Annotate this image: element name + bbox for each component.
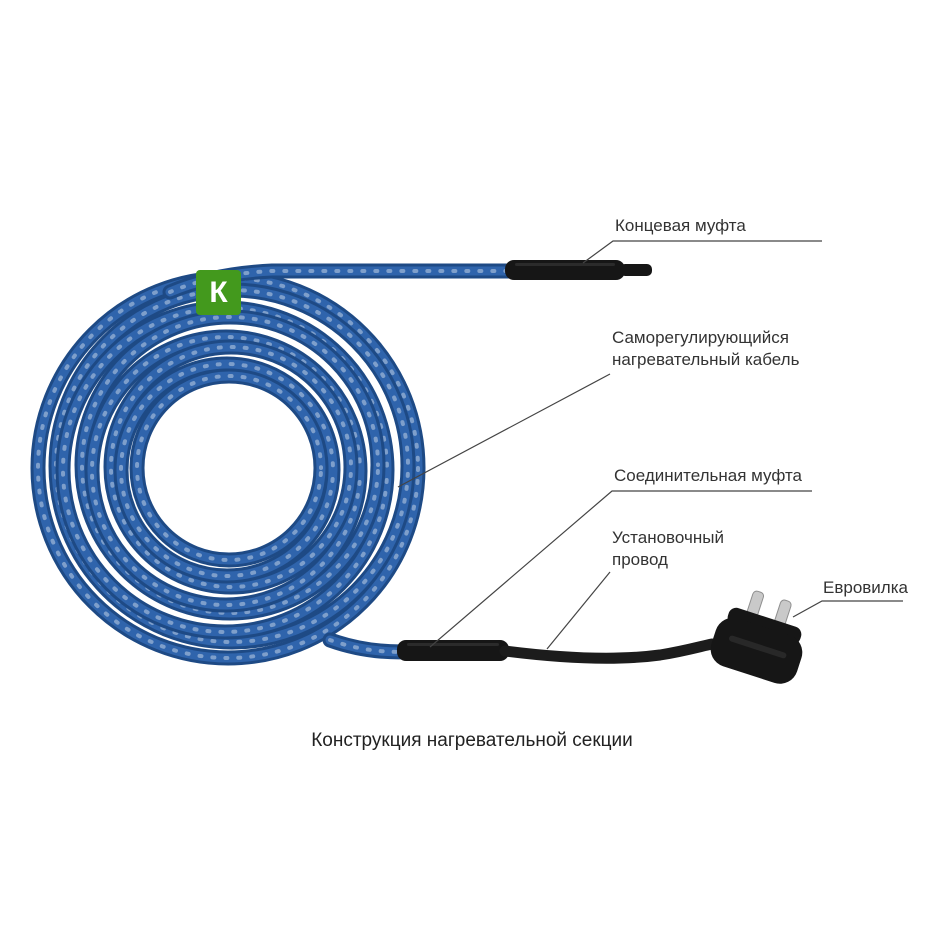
connection-sleeve [397,640,509,661]
leader-euro-plug [792,600,903,618]
label-euro-plug: Евровилка [823,578,908,597]
installation-wire [499,638,718,664]
leader-connection-sleeve [429,490,812,648]
leader-lines [397,240,903,650]
leader-end-sleeve [582,240,822,264]
label-heating-cable: Саморегулирующийся нагревательный кабель [612,328,800,369]
plug-body [710,617,803,684]
end-sleeve-tip [620,264,652,276]
label-installation-wire: Установочный провод [612,528,724,569]
label-end-coupling: Концевая муфта [615,216,746,235]
leader-installation-wire [546,571,611,650]
brand-logo: К [196,270,241,315]
diagram-caption: Конструкция нагревательной секции [311,730,633,751]
logo-letter: К [209,275,228,309]
leader-heating-cable [397,373,611,488]
coil-cable [30,270,426,666]
end-sleeve [505,260,652,280]
euro-plug [710,590,803,684]
label-connection-coupling: Соединительная муфта [614,466,802,485]
